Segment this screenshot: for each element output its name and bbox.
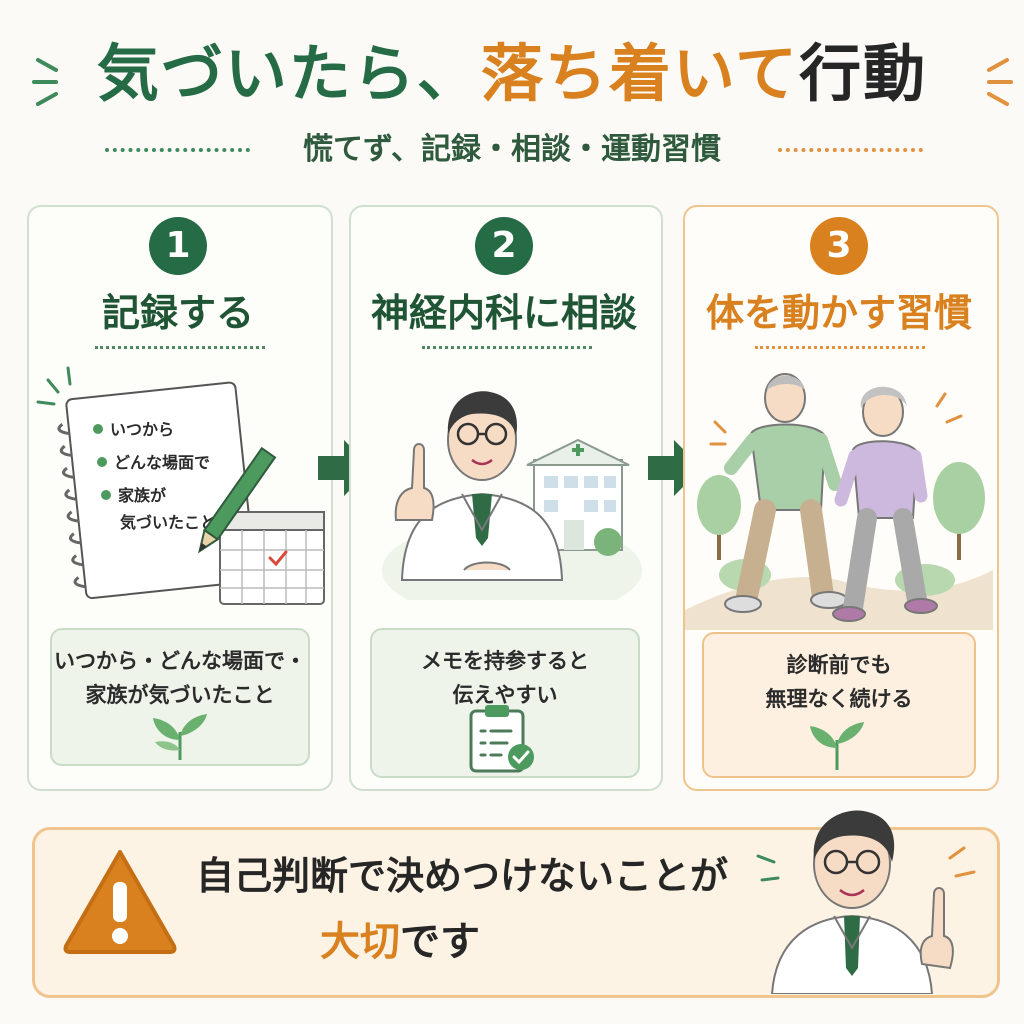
step-title-2: 神経内科に相談: [370, 291, 637, 335]
step-title-1: 記録する: [101, 291, 254, 335]
header-sparkle-left-icon: [30, 50, 90, 114]
step-title-3: 体を動かす習慣: [705, 291, 972, 335]
notebook-illustration: いつから どんな場面で 家族が 気づいたこと: [34, 362, 334, 616]
step-note-2-line-1: メモを持参すると: [421, 649, 589, 673]
title-part-2: 落ち着いて: [480, 37, 800, 110]
banner-message-line-1: 自己判断で決めつけないことが: [196, 854, 729, 898]
notebook-item-3: 家族が: [118, 486, 166, 505]
notebook-item-1: いつから: [110, 420, 174, 439]
banner-message-line-2: 大切です: [320, 912, 480, 972]
leaf-icon: [145, 712, 215, 766]
walking-seniors-illustration: [685, 360, 993, 634]
warning-icon: [60, 846, 180, 960]
step-note-2-line-2: 伝えやすい: [452, 683, 558, 707]
step-note-3-line-1: 診断前でも: [786, 653, 892, 677]
step-dots-3: [755, 346, 925, 351]
step-note-3: 診断前でも 無理なく続ける: [702, 632, 976, 778]
banner-highlight: 大切: [320, 919, 400, 965]
page-title: 気づいたら、落ち着いて行動: [0, 34, 1024, 114]
step-number-2: 2: [475, 217, 533, 275]
clipboard-check-icon: [467, 705, 539, 777]
title-part-1: 気づいたら、: [96, 37, 481, 110]
step-note-1-line-2: 家族が気づいたこと: [85, 683, 275, 707]
pencil-icon: [198, 446, 277, 554]
doctor-pointing-illustration: [752, 798, 992, 998]
header-sparkle-right-icon: [955, 50, 1015, 114]
subtitle-dots-right: [778, 148, 923, 156]
doctor-illustration: [372, 370, 642, 620]
step-dots-1: [95, 346, 265, 351]
notebook-item-2: どんな場面で: [114, 453, 210, 472]
subtitle-dots-left: [105, 148, 250, 156]
arrow-right-icon-2: [648, 438, 704, 502]
title-part-3: 行動: [799, 37, 928, 110]
step-number-1: 1: [149, 217, 207, 275]
calendar-icon: [219, 511, 325, 605]
step-number-3: 3: [810, 217, 868, 275]
notebook-item-4: 気づいたこと: [120, 513, 216, 532]
step-note-3-line-2: 無理なく続ける: [765, 687, 913, 711]
step-dots-2: [422, 346, 592, 351]
arrow-right-icon: [318, 438, 374, 502]
hospital-icon: [526, 438, 630, 556]
banner-message-rest: です: [400, 919, 480, 965]
leaf-icon-2: [802, 718, 872, 776]
step-note-1-line-1: いつから・どんな場面で・: [54, 649, 306, 673]
page-subtitle: 慌てず、記録・相談・運動習慣: [303, 132, 721, 167]
